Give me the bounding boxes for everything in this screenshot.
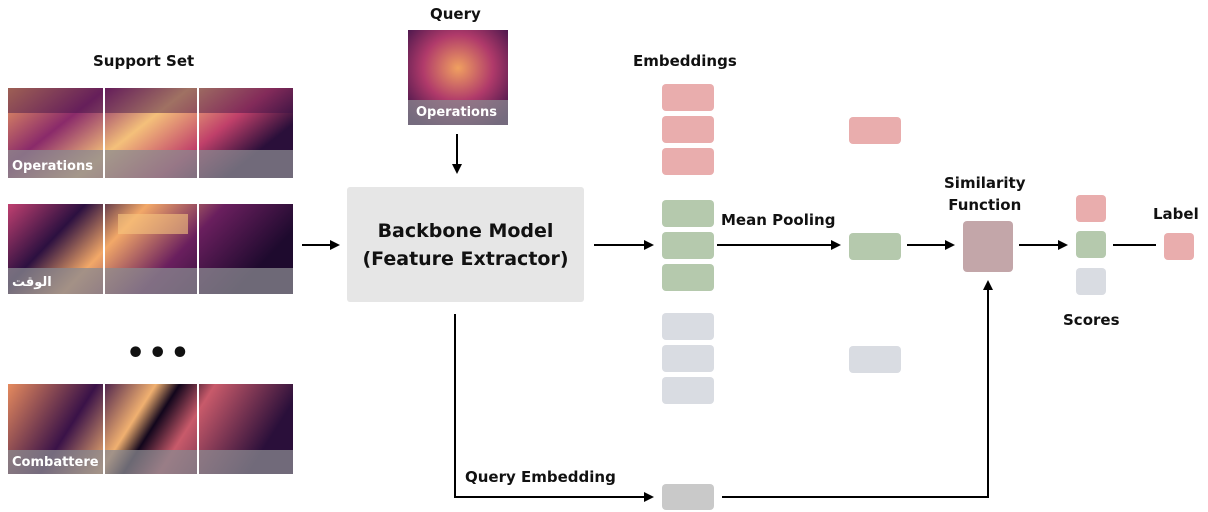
- embedding-green: [662, 200, 714, 227]
- embedding-green: [662, 264, 714, 291]
- mean-pooling-label: Mean Pooling: [721, 211, 836, 229]
- query-label: Operations: [416, 105, 497, 120]
- spectrogram-combattere: Combattere: [8, 384, 293, 474]
- query-embedding-label: Query Embedding: [465, 468, 616, 486]
- embeddings-title: Embeddings: [633, 52, 737, 70]
- score-green: [1076, 231, 1106, 258]
- ellipsis: •••: [126, 336, 193, 371]
- spectrogram-label: Combattere: [12, 455, 99, 470]
- embedding-gray: [662, 313, 714, 340]
- score-red: [1076, 195, 1106, 222]
- prototype-gray: [849, 346, 901, 373]
- backbone-subtitle: (Feature Extractor): [362, 247, 569, 270]
- query-embedding-box: [662, 484, 714, 510]
- embedding-red: [662, 84, 714, 111]
- similarity-function-box: [963, 221, 1013, 272]
- embedding-green: [662, 232, 714, 259]
- similarity-title: Similarity Function: [944, 172, 1025, 216]
- support-set-title: Support Set: [93, 52, 195, 70]
- backbone-title: Backbone Model: [377, 219, 554, 242]
- similarity-line2: Function: [948, 196, 1022, 214]
- prototype-red: [849, 117, 901, 144]
- label-box: [1164, 233, 1194, 260]
- embedding-red: [662, 116, 714, 143]
- similarity-line1: Similarity: [944, 174, 1026, 192]
- embedding-red: [662, 148, 714, 175]
- arrow-query-embedding-to-similarity: [722, 280, 993, 498]
- label-title: Label: [1153, 205, 1199, 223]
- backbone-model-box: Backbone Model (Feature Extractor): [347, 187, 584, 302]
- embedding-gray: [662, 345, 714, 372]
- spectrogram-operations: Operations: [8, 88, 293, 178]
- score-gray: [1076, 268, 1106, 295]
- spectrogram-label: الوقت: [12, 275, 52, 290]
- embedding-gray: [662, 377, 714, 404]
- arrow-backbone-to-query-embedding: [454, 314, 654, 502]
- query-spectrogram: Operations: [408, 30, 508, 125]
- scores-title: Scores: [1063, 311, 1120, 329]
- spectrogram-label: Operations: [12, 159, 93, 174]
- query-title: Query: [430, 5, 481, 23]
- spectrogram-arabic: الوقت: [8, 204, 293, 294]
- prototype-green: [849, 233, 901, 260]
